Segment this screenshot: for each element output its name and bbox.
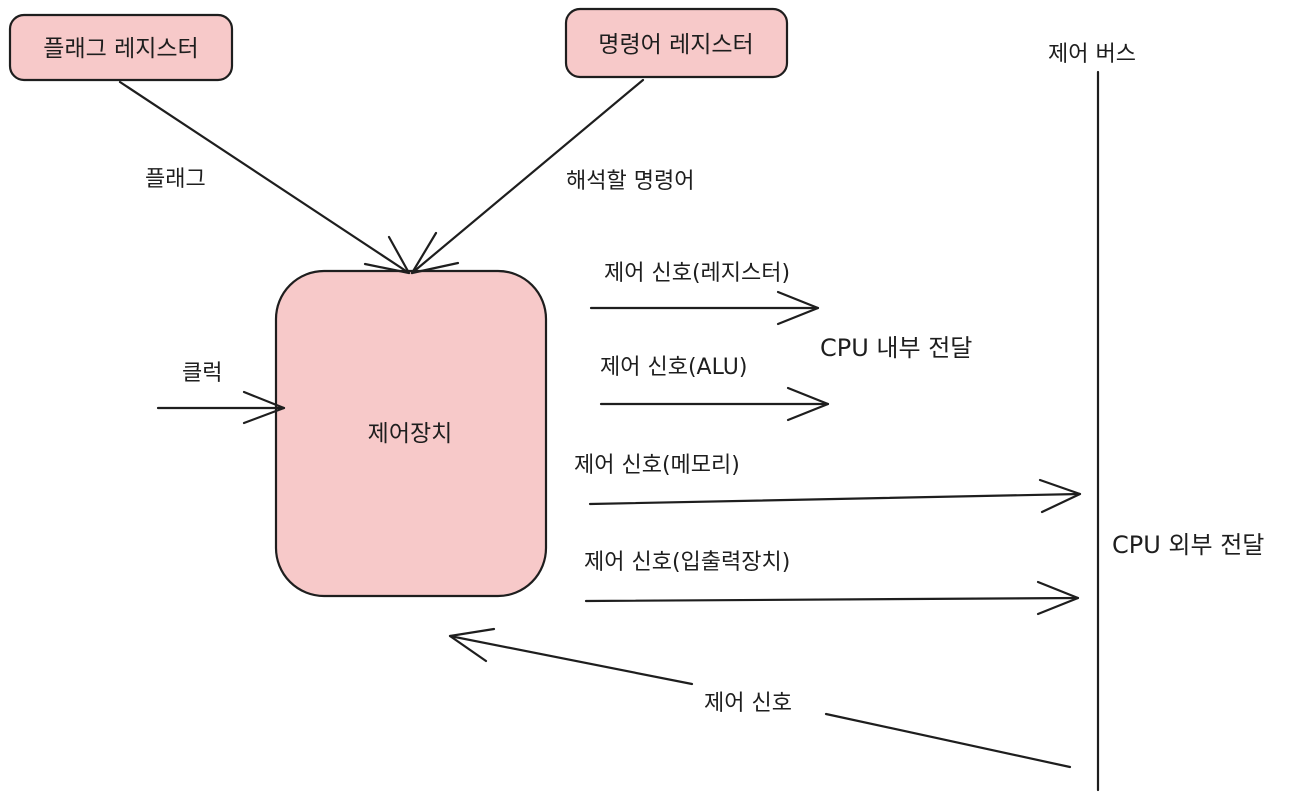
signal-alu-arrow (599, 386, 830, 422)
instruction-arrow (410, 78, 645, 275)
control-bus-label: 제어 버스 (1048, 42, 1136, 67)
signal-alu-label: 제어 신호(ALU) (600, 355, 747, 380)
signal-memory-arrow-head (1038, 478, 1082, 514)
flag-register-label: 플래그 레지스터 (43, 36, 198, 62)
instruction-arrow-head (410, 231, 460, 275)
control-unit-node: 제어장치 (274, 269, 548, 598)
instruction-arrow-line (410, 78, 645, 275)
instruction-edge-label: 해석할 명령어 (566, 169, 694, 194)
instruction-register-label: 명령어 레지스터 (598, 32, 753, 58)
signal-memory-arrow (588, 478, 1082, 514)
flag-arrow (118, 80, 411, 275)
signal-in-arrow-head (448, 627, 496, 663)
signal-io-arrow-head (1036, 580, 1080, 616)
signal-register-arrow-head (776, 290, 820, 326)
flag-arrow-line (118, 80, 411, 275)
signal-io-arrow (584, 580, 1080, 616)
signal-memory-arrow-line (588, 492, 1082, 506)
flag-register-box (8, 13, 234, 82)
control-unit-label: 제어장치 (368, 421, 453, 447)
cpu-internal-label: CPU 내부 전달 (820, 334, 972, 362)
flag-edge-label: 플래그 (145, 167, 206, 192)
signal-register-arrow (589, 290, 820, 326)
clock-arrow-head (242, 390, 286, 425)
signal-io-arrow-line (584, 596, 1080, 603)
signal-in-arrow-line-lower (824, 712, 1072, 769)
instruction-register-node: 명령어 레지스터 (564, 7, 789, 79)
signal-in-arrow-line-upper (448, 634, 694, 686)
signal-io-label: 제어 신호(입출력장치) (584, 550, 790, 575)
clock-edge-label: 클럭 (182, 361, 222, 386)
instruction-register-box (564, 7, 789, 79)
signal-memory-label: 제어 신호(메모리) (574, 453, 740, 478)
signal-register-label: 제어 신호(레지스터) (604, 261, 790, 286)
flag-register-node: 플래그 레지스터 (8, 13, 234, 82)
control-unit-box (274, 269, 548, 598)
cpu-external-label: CPU 외부 전달 (1112, 531, 1264, 559)
signal-in-label: 제어 신호 (704, 691, 792, 716)
signal-in-arrow (448, 627, 1072, 769)
clock-arrow (156, 390, 286, 425)
signal-alu-arrow-head (786, 386, 830, 422)
flag-arrow-head (363, 235, 411, 275)
